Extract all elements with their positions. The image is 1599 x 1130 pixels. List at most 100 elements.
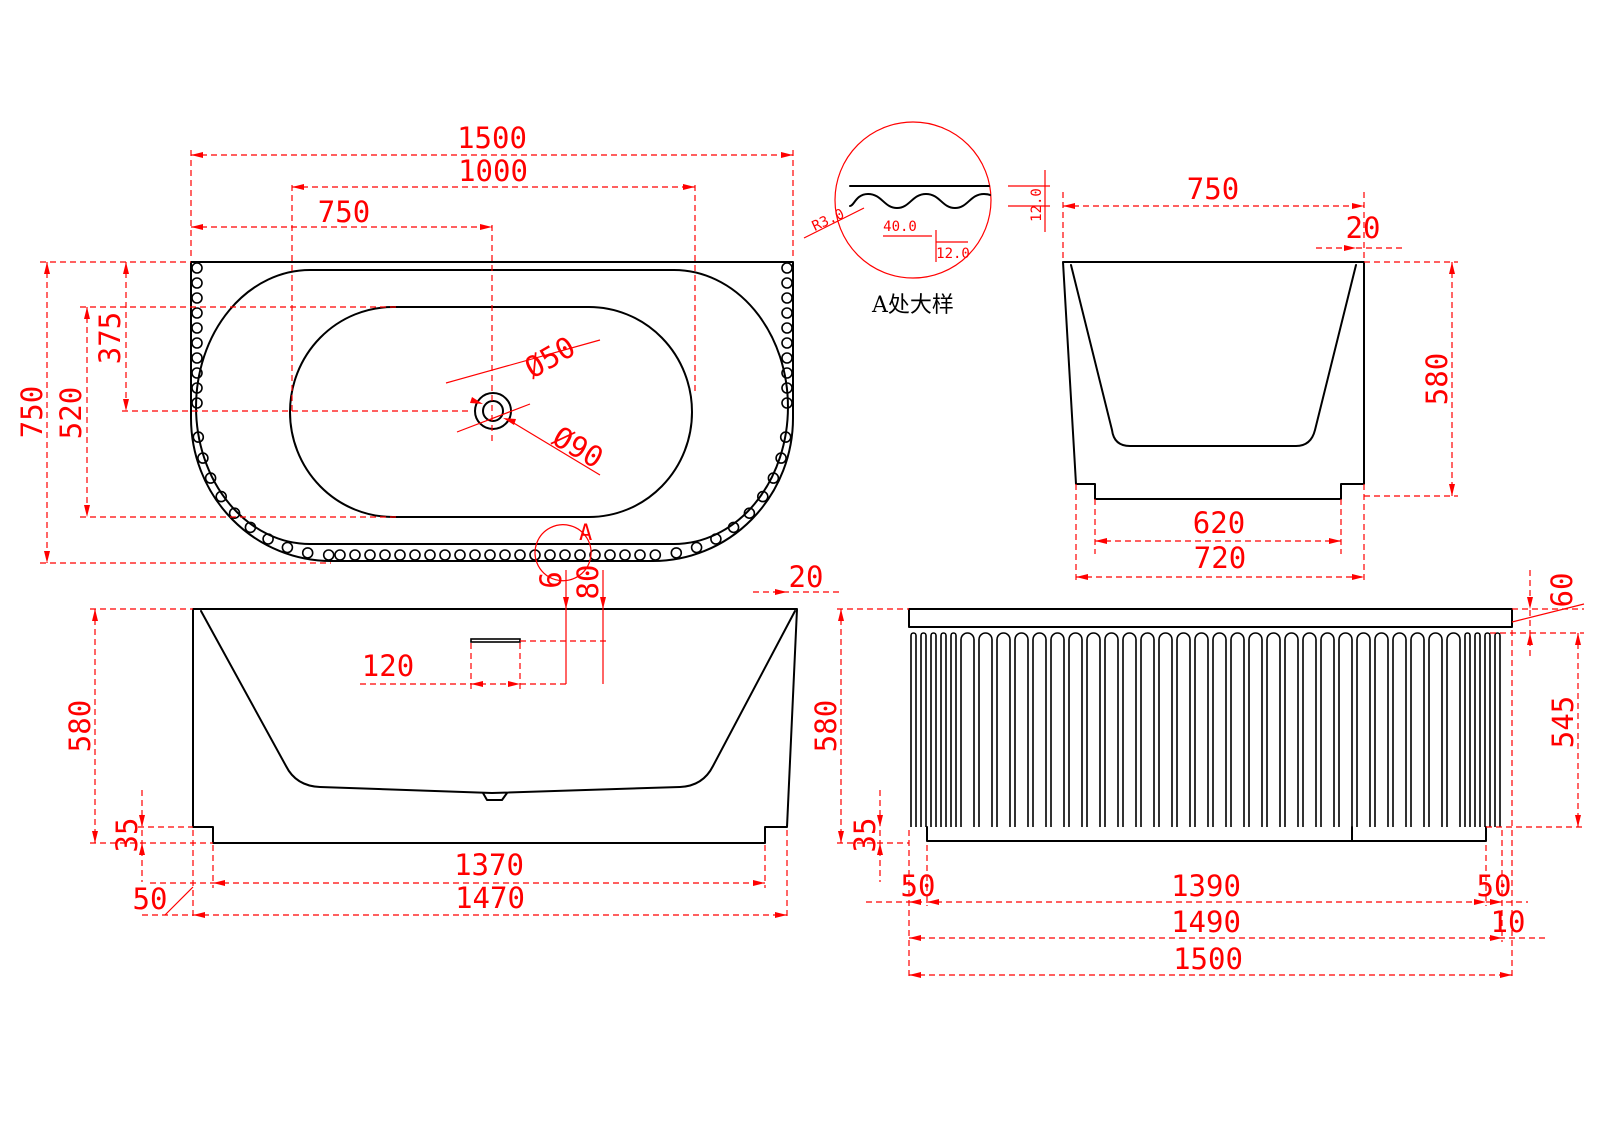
edge-flute: [204, 472, 217, 484]
front-offset: 50: [133, 882, 168, 916]
edge-flute: [574, 549, 586, 561]
side-panel-length: 1390: [1171, 869, 1241, 903]
panel-flute: [1068, 632, 1083, 827]
detail-a: 12.0 R3.0 40.0 12.0 A处大样: [803, 121, 1050, 318]
edge-flute: [499, 549, 511, 561]
edge-flute: [514, 549, 526, 561]
detail-pitch: 40.0: [883, 219, 917, 235]
side-height: 580: [809, 700, 843, 752]
side-overall-length: 1500: [1173, 942, 1243, 976]
panel-flute: [1410, 632, 1425, 827]
edge-flute: [301, 547, 314, 559]
edge-flute: [767, 472, 780, 484]
edge-flute: [469, 549, 481, 561]
edge-flute: [191, 307, 203, 319]
top-drain-to-wall: 375: [93, 312, 127, 364]
front-height: 580: [63, 700, 97, 752]
panel-flute: [940, 632, 947, 827]
end-view-basin: [1070, 264, 1357, 447]
panel-flute: [1104, 632, 1119, 827]
edge-flute: [779, 431, 792, 443]
overflow-dim-a: 6: [534, 571, 568, 588]
edge-flute: [781, 292, 793, 304]
dim-arrows-top: [191, 152, 793, 230]
edge-flute: [439, 549, 451, 561]
side-right-offset: 50: [1477, 869, 1512, 903]
panel-flute: [1284, 632, 1299, 827]
front-view-basin: [200, 610, 796, 794]
edge-flute: [191, 352, 203, 364]
edge-flute: [781, 307, 793, 319]
edge-flute: [544, 549, 556, 561]
panel-flute: [950, 632, 957, 827]
front-base-length: 1370: [454, 848, 524, 882]
edge-flute: [690, 541, 703, 554]
top-view-outline: [190, 261, 794, 562]
detail-flute-profile: [849, 185, 991, 209]
edge-flute: [710, 533, 722, 545]
edge-flute: [649, 549, 662, 561]
detail-groove-width: 12.0: [936, 246, 970, 262]
drain-inner: [482, 400, 504, 422]
edge-flute: [192, 431, 205, 443]
edge-flute: [191, 262, 203, 274]
edge-flute: [781, 322, 793, 334]
edge-flute: [244, 521, 257, 534]
end-view-outline: [1062, 261, 1365, 500]
edge-flute: [262, 533, 274, 545]
end-overall-width: 750: [1187, 172, 1239, 206]
detail-caption: A处大样: [871, 293, 954, 318]
top-drain-offset: 750: [318, 195, 370, 229]
top-view-flutes: [191, 262, 793, 561]
top-inner-width: 520: [54, 387, 88, 439]
edge-flute: [670, 547, 683, 559]
panel-flute: [1320, 632, 1335, 827]
panel-flute: [1446, 632, 1461, 827]
edge-flute: [191, 367, 203, 379]
panel-flute: [1122, 632, 1137, 827]
side-end-gap: 10: [1491, 905, 1526, 939]
panel-flute: [1302, 632, 1317, 827]
top-inner-length: 1000: [458, 154, 528, 188]
front-bottom-length: 1470: [455, 881, 525, 915]
panel-flute: [960, 632, 975, 827]
side-view-plinth: [926, 826, 1487, 842]
panel-flute: [1356, 632, 1371, 827]
front-rim: 20: [789, 560, 824, 594]
edge-flute: [604, 549, 616, 561]
edge-flute: [781, 367, 793, 379]
panel-flute: [1266, 632, 1281, 827]
front-plinth: 35: [110, 818, 144, 853]
edge-flute: [215, 490, 227, 503]
edge-flute: [379, 549, 391, 561]
panel-flute: [1194, 632, 1209, 827]
edge-flute: [781, 397, 793, 409]
edge-flute: [322, 549, 335, 561]
panel-flute: [920, 632, 927, 827]
detail-a-marker: A: [579, 521, 592, 546]
edge-flute: [484, 549, 496, 561]
edge-flute: [781, 352, 793, 364]
panel-flute: [1474, 632, 1481, 827]
drain-diameter: Ø50: [519, 330, 581, 386]
panel-flute: [1338, 632, 1353, 827]
edge-flute: [619, 549, 631, 561]
edge-flute: [634, 549, 646, 561]
top-view-basin: [289, 306, 693, 518]
side-view-top-band: [908, 608, 1513, 628]
panel-flute: [1494, 632, 1501, 827]
edge-flute: [191, 322, 203, 334]
edge-flute: [349, 549, 361, 561]
panel-flute: [1032, 632, 1047, 827]
side-panel-height: 545: [1546, 696, 1580, 748]
overflow-width: 120: [362, 649, 414, 683]
panel-flute: [996, 632, 1011, 827]
edge-flute: [781, 262, 793, 274]
detail-circle: [834, 121, 992, 279]
side-plinth: 35: [848, 818, 882, 853]
front-view-drain: [482, 792, 508, 801]
panel-flute: [1050, 632, 1065, 827]
edge-flute: [727, 521, 740, 534]
edge-flute: [559, 549, 571, 561]
